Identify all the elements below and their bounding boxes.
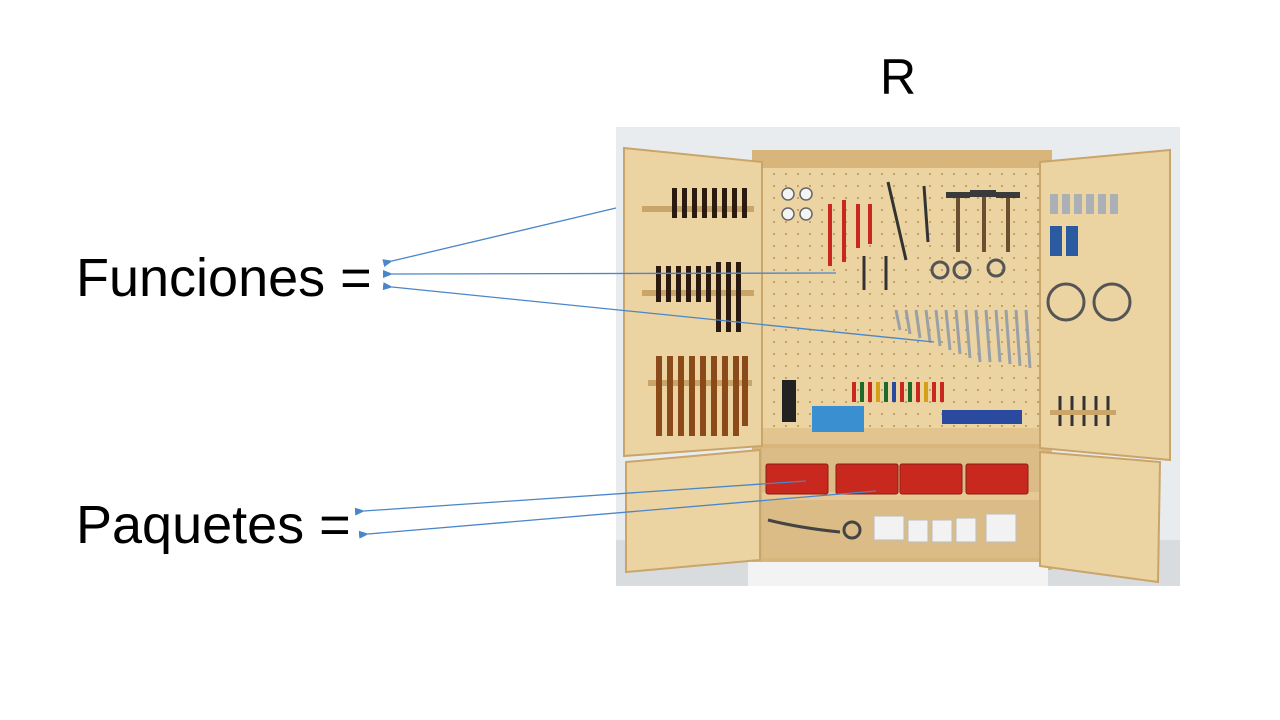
funciones-label: Funciones = [76, 248, 372, 308]
gauges [781, 187, 813, 221]
arrow-funciones-2 [382, 270, 837, 279]
slide-title: R [880, 49, 917, 105]
blue-tool-case [812, 406, 864, 432]
work-shelf [760, 428, 1044, 444]
pliers [862, 181, 930, 290]
boxes [873, 513, 1017, 543]
hammers [956, 196, 1010, 252]
screwdriver-rack-middle [642, 262, 754, 332]
clamps [1050, 194, 1118, 214]
right-door-lower [1039, 450, 1162, 584]
blue-tool-case-2 [942, 410, 1022, 424]
hose [767, 518, 862, 540]
red-tool-cases [765, 463, 1029, 495]
nut-drivers [852, 382, 944, 402]
pipe-wrenches [828, 200, 872, 266]
screwdriver-rack-bottom [648, 356, 752, 436]
screwdriver-rack-top [642, 188, 754, 218]
arrow-funciones-3 [382, 282, 935, 343]
arrows [354, 207, 935, 539]
middle-shelf [762, 492, 1042, 500]
arrow-funciones-1 [382, 207, 617, 267]
arrow-paquetes-2 [358, 490, 877, 539]
arrow-paquetes-1 [354, 480, 807, 516]
paquetes-label: Paquetes = [76, 495, 351, 555]
grease-gun [782, 380, 796, 422]
tool-cabinet-photo [616, 127, 1180, 586]
left-door-lower [625, 448, 761, 574]
tubing-cutters [930, 258, 1006, 280]
wrench-set [894, 309, 1032, 369]
face-shields [1046, 282, 1132, 322]
